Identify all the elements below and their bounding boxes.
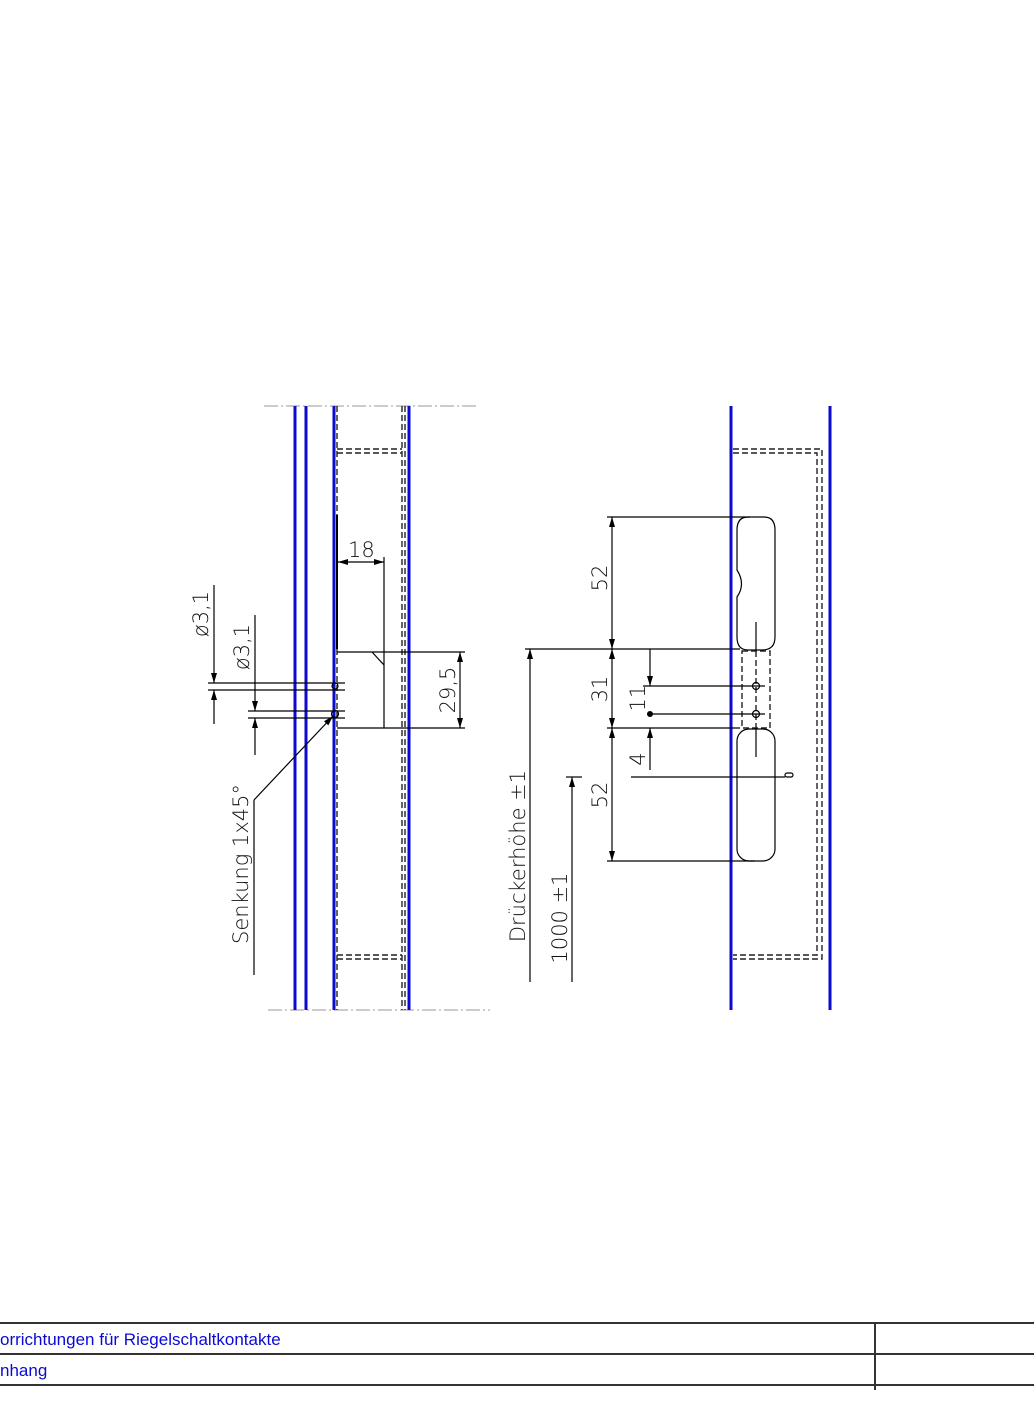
handle-height-label: Drückerhöhe ±1 [506,770,530,942]
dim-18-label: 18 [348,538,375,562]
document-subtitle: nhang [0,1361,48,1380]
title-block: orrichtungen für Riegelschaltkontakte nh… [0,1322,1034,1390]
dim-11-dot [647,711,653,717]
dim-4-label: 4 [626,752,650,765]
dim-52-upper-label: 52 [588,565,612,592]
floor-height-label: 1000 ±1 [548,872,572,963]
spindle-mark [784,772,794,778]
dim-52-lower-label: 52 [588,782,612,809]
hole-1 [331,682,339,690]
chamfer-note: Senkung 1x45° [229,784,253,944]
lock-case-outer [733,448,823,960]
chamfer-line [371,651,385,666]
dim-31-label: 31 [588,676,612,703]
upper-handle-plate [736,516,776,651]
dia2-label: ø3,1 [230,624,254,670]
left-view-frame-section: 18 29,5 ø3,1 ø3,1 Senkung 1x45° [189,405,490,1011]
title-block-divider [874,1322,876,1390]
document-title: orrichtungen für Riegelschaltkontakte [0,1330,281,1349]
dim-29-5-label: 29,5 [436,667,460,714]
right-view-door-section: 52 31 11 4 52 Drückerhöhe ±1 1000 ±1 [506,406,832,1010]
title-block-row-1: orrichtungen für Riegelschaltkontakte [0,1322,1034,1354]
dim-11-label: 11 [626,685,650,712]
lock-case-inner [733,452,818,956]
chamfer-leader [253,715,334,801]
title-block-row-3 [0,1384,1034,1416]
title-block-row-2: nhang [0,1353,1034,1385]
dia1-label: ø3,1 [189,591,213,637]
hole-2 [330,709,340,719]
